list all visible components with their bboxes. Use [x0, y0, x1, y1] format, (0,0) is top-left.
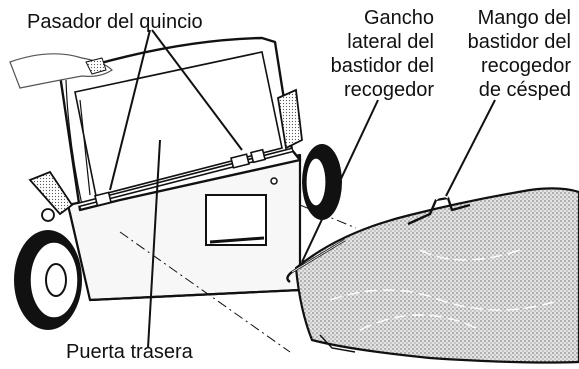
rear-door	[58, 36, 302, 212]
bag-frame-side-hook	[286, 238, 346, 283]
bag-frame-handle	[407, 195, 471, 226]
label-frame-handle-line: Mango del	[477, 7, 571, 29]
leader-rear-door	[147, 139, 161, 349]
right-handle-bracket	[277, 88, 303, 150]
label-hinge-pin: Pasador del quincio	[27, 11, 203, 33]
label-frame-handle-line: recogedor	[480, 55, 571, 77]
left-handle-bracket	[28, 170, 74, 222]
leader-lines	[109, 29, 496, 349]
left-wheel	[14, 230, 82, 330]
leader-hinge-pin-left	[109, 29, 151, 191]
leader-side-hook	[301, 99, 379, 263]
discharge-opening	[205, 177, 278, 246]
label-frame-handle-line: de césped	[478, 79, 571, 101]
right-wheel	[302, 144, 342, 220]
label-frame-handle: Mango del bastidor del recogedor de césp…	[468, 6, 571, 102]
operator-hand	[9, 53, 113, 89]
alignment-line	[119, 204, 357, 353]
label-rear-door: Puerta trasera	[66, 341, 193, 363]
grass-catcher-bag	[294, 187, 579, 364]
hinge-pin	[77, 147, 293, 208]
label-side-hook-line: Gancho	[363, 7, 434, 29]
label-side-hook-line: lateral del	[347, 31, 434, 53]
label-side-hook: Gancho lateral del bastidor del recogedo…	[331, 6, 434, 102]
label-frame-handle-line: bastidor del	[467, 31, 571, 53]
leader-hinge-pin-right	[151, 29, 243, 151]
label-side-hook-line: bastidor del	[330, 55, 434, 77]
label-side-hook-line: recogedor	[343, 79, 434, 101]
leader-frame-handle	[445, 99, 496, 197]
